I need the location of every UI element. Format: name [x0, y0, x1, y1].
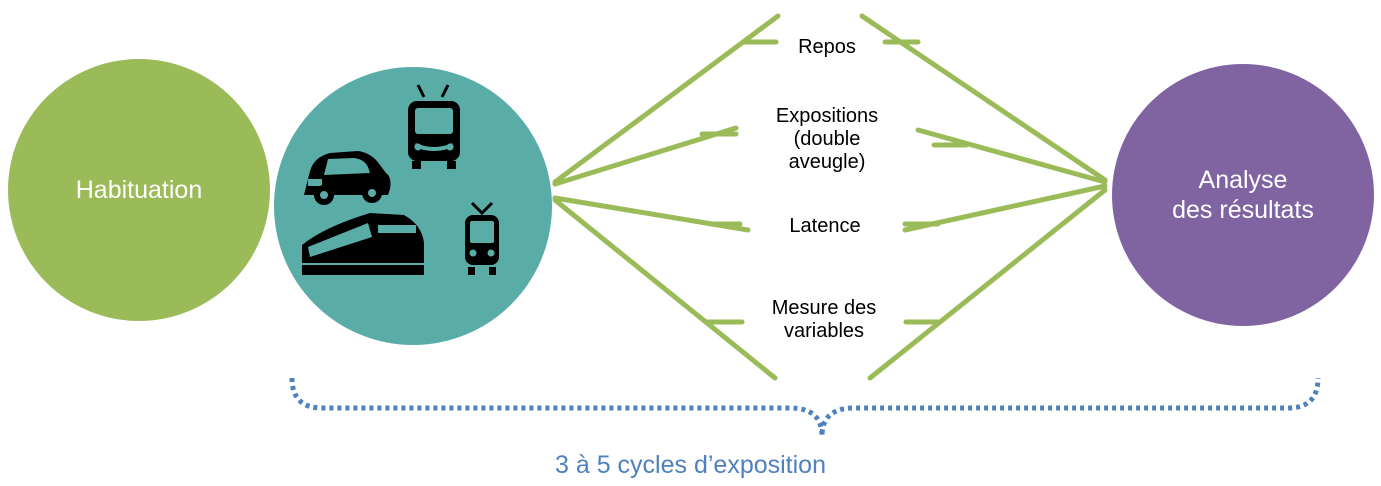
connector-mesure-left: [552, 197, 778, 381]
analysis-node: Analyse des résultats: [1112, 64, 1374, 326]
connector-expositions-left: [552, 125, 739, 187]
tram-icon: [465, 201, 499, 275]
vehicle-exposure-node: [274, 67, 552, 345]
cycles-caption: 3 à 5 cycles d’exposition: [555, 451, 826, 479]
bus-icon: [408, 84, 460, 169]
train-icon: [302, 213, 424, 275]
connector-mesure-right: [867, 187, 1108, 381]
step-latence-line-1: Latence: [789, 215, 861, 237]
connector-repos-left: [552, 13, 781, 185]
step-expositions: Expositions (double aveugle): [727, 105, 927, 174]
habituation-node: Habituation: [8, 59, 270, 321]
analysis-label: Analyse des résultats: [1172, 165, 1314, 225]
vehicle-icons: [302, 84, 499, 275]
step-latence: Latence: [725, 215, 925, 238]
car-icon: [304, 151, 391, 205]
analysis-label-line-2: des résultats: [1172, 196, 1314, 224]
step-mesure: Mesure des variables: [724, 297, 924, 343]
step-expositions-line-3: aveugle): [788, 151, 866, 173]
step-repos: Repos: [727, 36, 927, 59]
habituation-label: Habituation: [75, 176, 203, 204]
cycle-brace: [289, 377, 1321, 437]
step-expositions-line-1: Expositions: [775, 105, 879, 127]
step-mesure-line-2: variables: [783, 320, 865, 342]
step-repos-line-1: Repos: [798, 36, 856, 58]
step-mesure-line-1: Mesure des: [771, 297, 877, 319]
analysis-label-line-1: Analyse: [1198, 166, 1288, 194]
connector-expositions-right: [915, 127, 1108, 185]
step-expositions-line-2: (double: [793, 128, 861, 150]
